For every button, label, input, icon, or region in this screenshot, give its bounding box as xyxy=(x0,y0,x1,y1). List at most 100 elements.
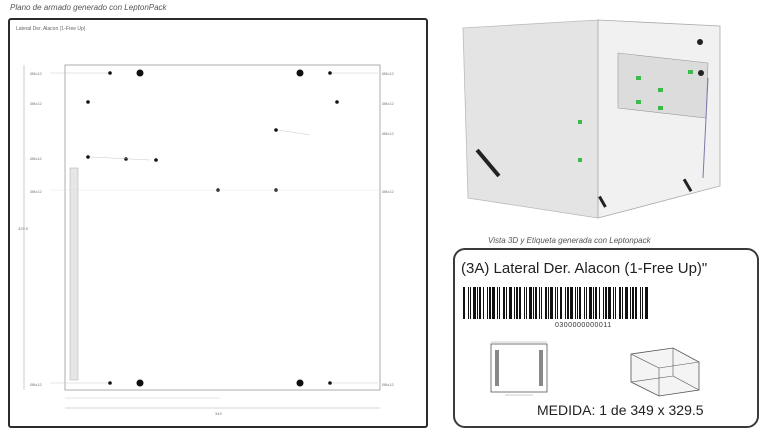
barcode-bar xyxy=(533,287,534,319)
barcode-bar xyxy=(516,287,518,319)
barcode-bar xyxy=(586,287,587,319)
knob xyxy=(697,39,703,45)
barcode xyxy=(463,287,648,319)
barcode-bar xyxy=(529,287,532,319)
fitting xyxy=(658,106,663,110)
barcode-bar xyxy=(577,287,578,319)
mini-box xyxy=(630,347,700,397)
barcode-bar xyxy=(524,287,525,319)
fitting xyxy=(578,120,582,124)
barcode-bar xyxy=(635,287,637,319)
barcode-bar xyxy=(506,287,507,319)
assembly-plan-panel: Lateral Der. Alacon (1-Free Up) 329.5 34… xyxy=(8,18,428,428)
mini-edge xyxy=(630,375,674,383)
assembly-plan-drawing: 329.5 349 Ø8x12 Ø8x12 Ø8 xyxy=(18,64,395,416)
piece-name: (3A) Lateral Der. Alacon (1-Free Up)" xyxy=(461,260,708,277)
barcode-bar xyxy=(619,287,621,319)
hole xyxy=(108,381,112,385)
barcode-bar xyxy=(625,287,628,319)
barcode-bar xyxy=(579,287,581,319)
barcode-bar xyxy=(550,287,553,319)
barcode-bar xyxy=(473,287,476,319)
bottom-dimension-label: 349 xyxy=(215,411,222,416)
barcode-bar xyxy=(589,287,592,319)
fitting xyxy=(636,100,641,104)
mini-panel-outline xyxy=(490,343,548,393)
barcode-bar xyxy=(613,287,614,319)
mini-strip xyxy=(495,350,499,386)
barcode-bar xyxy=(615,287,616,319)
barcode-bar xyxy=(642,287,643,319)
mini-edge xyxy=(672,375,700,391)
left-dimension-label: 329.5 xyxy=(18,226,29,231)
hole xyxy=(108,71,112,75)
handle xyxy=(682,178,693,193)
barcode-bar xyxy=(492,287,495,319)
cabinet-3d-render xyxy=(462,19,721,219)
barcode-bar xyxy=(479,287,481,319)
barcode-bar xyxy=(497,287,498,319)
fitting xyxy=(658,88,663,92)
barcode-number: 0300000000011 xyxy=(555,322,612,329)
barcode-bar xyxy=(632,287,634,319)
barcode-bar xyxy=(514,287,515,319)
hole xyxy=(335,100,339,104)
leader-line xyxy=(277,129,311,136)
fitting xyxy=(636,76,641,80)
mini-edge xyxy=(658,361,700,369)
barcode-bar xyxy=(509,287,512,319)
barcode-bar xyxy=(567,287,569,319)
barcode-bar xyxy=(535,287,537,319)
barcode-bar xyxy=(560,287,562,319)
barcode-bar xyxy=(548,287,549,319)
plan-caption: Plano de armado generado con LeptonPack xyxy=(10,3,167,12)
hole-label-left: Ø8x12 xyxy=(30,101,43,106)
hole-label-top-right: Ø8x12 xyxy=(382,71,395,76)
hole xyxy=(136,69,144,77)
barcode-bar xyxy=(608,287,611,319)
hole xyxy=(274,128,278,132)
leader-line xyxy=(89,156,151,161)
hole xyxy=(136,379,144,387)
barcode-bar xyxy=(593,287,594,319)
barcode-bar xyxy=(499,287,500,319)
barcode-bar xyxy=(526,287,527,319)
hole-label-right: Ø8x12 xyxy=(382,101,395,106)
hole xyxy=(296,69,304,77)
barcode-bar xyxy=(622,287,623,319)
hole xyxy=(86,100,90,104)
barcode-bar xyxy=(487,287,488,319)
hole xyxy=(328,381,332,385)
barcode-bar xyxy=(555,287,556,319)
barcode-bar xyxy=(575,287,576,319)
hole xyxy=(154,158,158,162)
hole xyxy=(86,155,90,159)
hole-label-bottom-right: Ø8x12 xyxy=(382,382,395,387)
mini-strip xyxy=(539,350,543,386)
barcode-bar xyxy=(595,287,597,319)
render-caption: Vista 3D y Etiqueta generada con Leptonp… xyxy=(488,236,651,245)
barcode-bar xyxy=(541,287,542,319)
measure-text: MEDIDA: 1 de 349 x 329.5 xyxy=(537,402,704,418)
left-side-strip xyxy=(69,167,79,381)
hole-label-mid-right: Ø8x12 xyxy=(382,131,395,136)
mini-3d-drawing xyxy=(630,347,700,397)
hole-label-bottom-left: Ø8x12 xyxy=(30,382,43,387)
hole-label-centre-right: Ø8x12 xyxy=(382,189,395,194)
barcode-bar xyxy=(584,287,585,319)
barcode-bar xyxy=(630,287,631,319)
hole xyxy=(296,379,304,387)
barcode-bar xyxy=(477,287,478,319)
barcode-bar xyxy=(463,287,465,319)
barcode-bar xyxy=(470,287,471,319)
barcode-bar xyxy=(603,287,604,319)
part-label: (3A) Lateral Der. Alacon (1-Free Up)" 03… xyxy=(453,248,759,428)
barcode-bar xyxy=(605,287,607,319)
barcode-bar xyxy=(489,287,491,319)
knob xyxy=(698,70,704,76)
barcode-bar xyxy=(640,287,641,319)
barcode-bar xyxy=(483,287,484,319)
barcode-bar xyxy=(645,287,648,319)
hole-label-mid-left: Ø8x12 xyxy=(30,156,43,161)
hole xyxy=(328,71,332,75)
